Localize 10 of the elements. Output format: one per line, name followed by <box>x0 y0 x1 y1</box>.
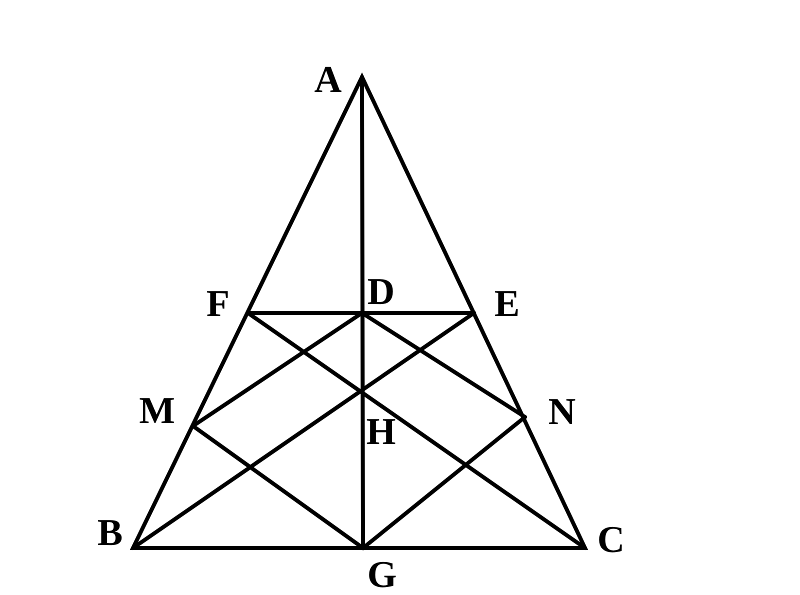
point-label: E <box>494 285 520 323</box>
point-label: A <box>314 61 342 99</box>
point-label: C <box>597 521 625 559</box>
point-label: F <box>206 285 230 323</box>
point-label: N <box>548 393 576 431</box>
point-label: G <box>367 556 397 594</box>
point-label: H <box>366 413 396 451</box>
point-label: M <box>139 392 175 430</box>
point-label: B <box>97 514 123 552</box>
point-label: D <box>367 273 395 311</box>
